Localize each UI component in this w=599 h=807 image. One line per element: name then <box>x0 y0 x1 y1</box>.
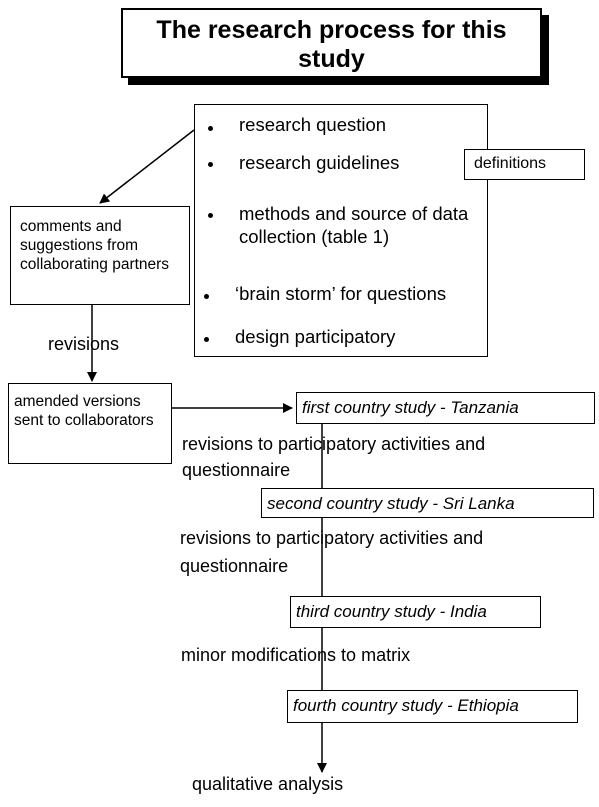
revision-note-1: revisions to participatory activities an… <box>182 434 486 480</box>
comments-label: comments and suggestions from collaborat… <box>20 218 170 273</box>
research-guidelines-list-box: research question research guidelines me… <box>194 104 488 357</box>
definitions-label: definitions <box>474 155 547 172</box>
comments-box: comments and suggestions from collaborat… <box>10 206 190 305</box>
country-study-sri-lanka: second country study - Sri Lanka <box>261 488 594 518</box>
country-label-1: first country study - Tanzania <box>302 398 519 417</box>
list-item-research-guidelines: research guidelines <box>239 152 400 173</box>
definitions-box: definitions <box>464 149 585 180</box>
diagram-title-box: The research process for this study <box>121 8 542 78</box>
country-study-india: third country study - India <box>290 596 541 628</box>
list-item-research-question: research question <box>239 114 387 135</box>
arrow-list-to-comments <box>99 129 195 204</box>
list-item-design-participatory: design participatory <box>235 326 396 347</box>
country-study-tanzania: first country study - Tanzania <box>296 392 595 424</box>
country-study-ethiopia: fourth country study - Ethiopia <box>287 690 578 723</box>
revision-note-2: revisions to participatory activities an… <box>180 528 484 576</box>
revision-note-3: minor modifications to matrix <box>181 645 411 665</box>
list-item-brain-storm: ‘brain storm’ for questions <box>235 283 447 304</box>
country-label-4: fourth country study - Ethiopia <box>293 696 519 715</box>
diagram-title: The research process for this study <box>156 16 507 73</box>
country-label-3: third country study - India <box>296 602 487 621</box>
amended-versions-box: amended versions sent to collaborators <box>8 383 172 464</box>
country-label-2: second country study - Sri Lanka <box>267 494 515 513</box>
amended-label: amended versions sent to collaborators <box>14 393 154 429</box>
bullet-5 <box>204 337 209 342</box>
bullet-1 <box>208 126 213 131</box>
final-analysis-label: qualitative analysis <box>192 774 344 794</box>
bullet-4 <box>204 294 209 299</box>
bullet-2 <box>208 162 213 167</box>
bullet-3 <box>208 213 213 218</box>
list-item-methods: methods and source of data collection (t… <box>239 203 469 247</box>
revisions-label: revisions <box>48 334 120 354</box>
